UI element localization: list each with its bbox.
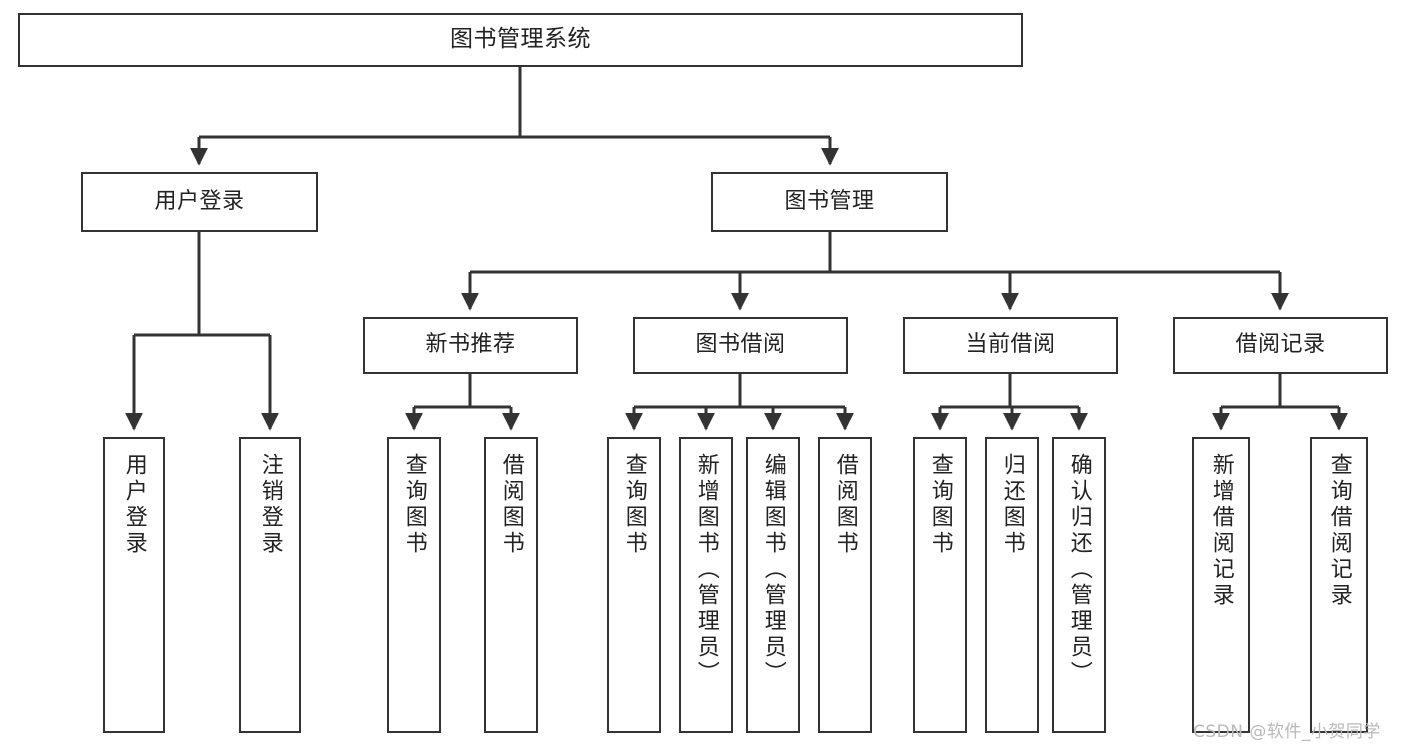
node-leaf-user-logout[interactable]: 注销登录 [239, 437, 301, 733]
node-leaf-query-record-label: 查询借阅记录 [1326, 453, 1352, 609]
node-leaf-confirm-return[interactable]: 确认归还（管理员） [1052, 437, 1106, 733]
node-user-login-label: 用户登录 [154, 188, 245, 214]
node-leaf-query-book-3[interactable]: 查询图书 [913, 437, 967, 733]
node-leaf-query-book-1[interactable]: 查询图书 [387, 437, 441, 733]
node-leaf-return-book[interactable]: 归还图书 [985, 437, 1039, 733]
node-book-borrow-label: 图书借阅 [695, 332, 786, 358]
node-leaf-return-book-label: 归还图书 [999, 453, 1025, 557]
node-leaf-borrow-book-1[interactable]: 借阅图书 [484, 437, 538, 733]
node-leaf-user-login-label: 用户登录 [121, 453, 147, 557]
csdn-watermark: CSDN @软件_小贺同学 [1193, 722, 1381, 742]
node-book-manage[interactable]: 图书管理 [711, 172, 948, 232]
node-user-login[interactable]: 用户登录 [81, 172, 318, 232]
node-leaf-query-book-1-label: 查询图书 [401, 453, 427, 557]
node-leaf-add-book-label: 新增图书（管理员） [693, 453, 719, 687]
node-leaf-borrow-book-2-label: 借阅图书 [832, 453, 858, 557]
node-leaf-borrow-book-2[interactable]: 借阅图书 [818, 437, 872, 733]
node-borrow-record[interactable]: 借阅记录 [1173, 317, 1388, 374]
node-new-book-rec-label: 新书推荐 [425, 332, 516, 358]
node-book-borrow[interactable]: 图书借阅 [633, 317, 848, 374]
node-leaf-query-record[interactable]: 查询借阅记录 [1310, 437, 1368, 733]
node-borrow-record-label: 借阅记录 [1235, 332, 1326, 358]
node-leaf-edit-book[interactable]: 编辑图书（管理员） [746, 437, 800, 733]
node-leaf-add-book[interactable]: 新增图书（管理员） [679, 437, 733, 733]
node-root-label: 图书管理系统 [450, 26, 591, 53]
node-leaf-query-book-2[interactable]: 查询图书 [607, 437, 661, 733]
node-leaf-query-book-2-label: 查询图书 [621, 453, 647, 557]
node-leaf-edit-book-label: 编辑图书（管理员） [760, 453, 786, 687]
node-book-manage-label: 图书管理 [784, 188, 875, 214]
node-leaf-user-logout-label: 注销登录 [257, 453, 283, 557]
node-leaf-add-record[interactable]: 新增借阅记录 [1192, 437, 1250, 733]
node-leaf-confirm-return-label: 确认归还（管理员） [1066, 453, 1092, 687]
node-leaf-add-record-label: 新增借阅记录 [1208, 453, 1234, 609]
node-leaf-user-login[interactable]: 用户登录 [103, 437, 165, 733]
node-new-book-rec[interactable]: 新书推荐 [363, 317, 578, 374]
node-leaf-borrow-book-1-label: 借阅图书 [498, 453, 524, 557]
node-root[interactable]: 图书管理系统 [18, 13, 1023, 67]
node-current-borrow[interactable]: 当前借阅 [903, 317, 1118, 374]
node-leaf-query-book-3-label: 查询图书 [927, 453, 953, 557]
node-current-borrow-label: 当前借阅 [965, 332, 1056, 358]
